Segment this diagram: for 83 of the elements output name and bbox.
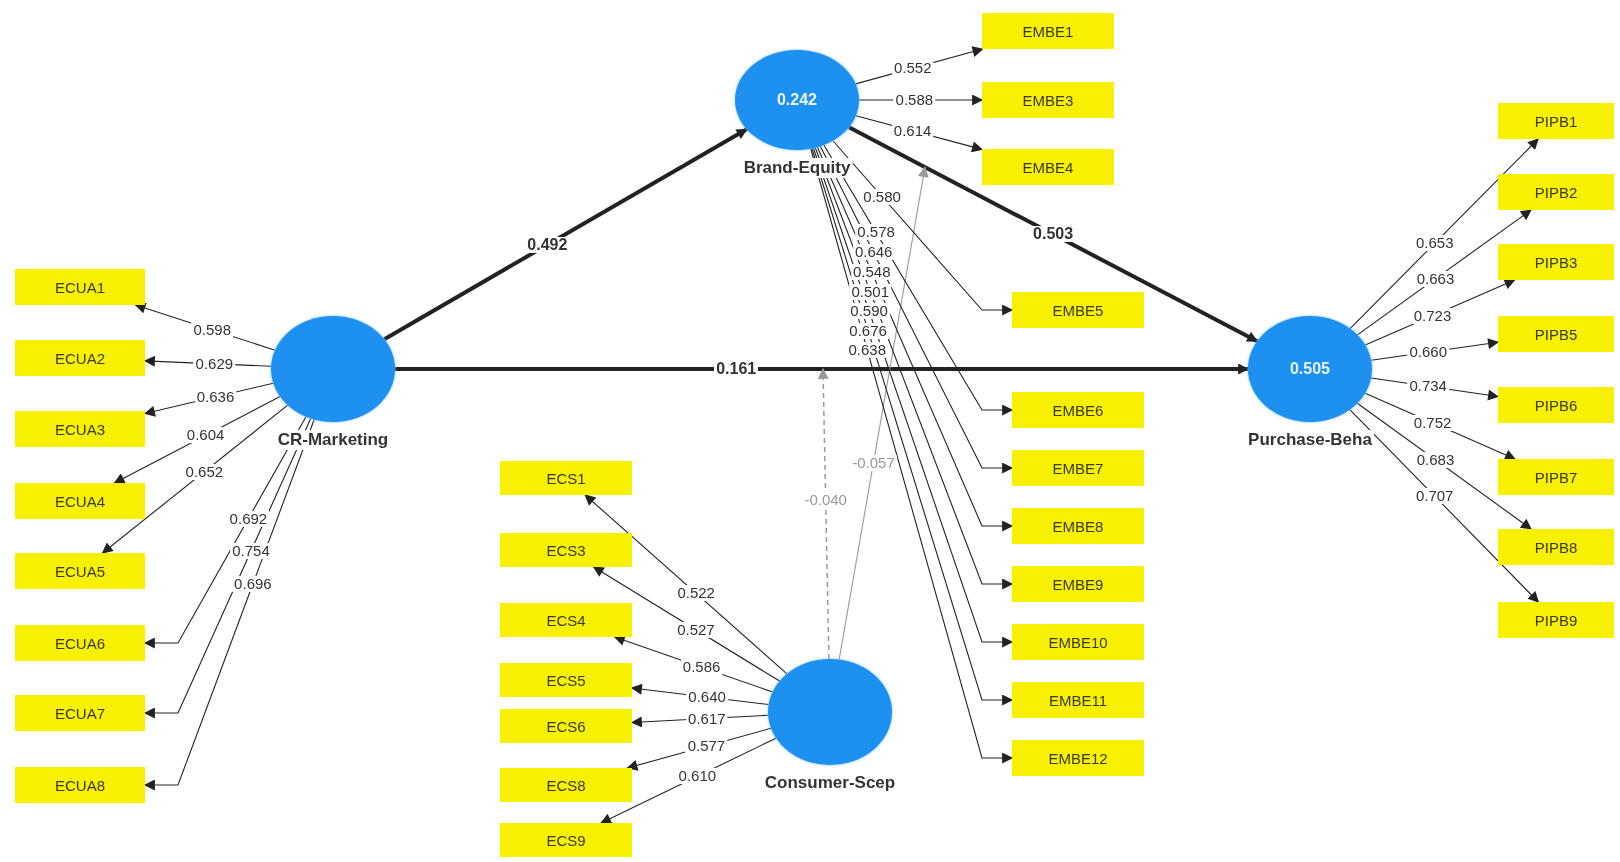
edge-label: -0.057 <box>850 454 897 471</box>
indicator-box: EMBE5 <box>1012 292 1144 328</box>
indicator-box: EMBE12 <box>1012 740 1144 776</box>
edge-label: 0.663 <box>1414 270 1457 287</box>
indicator-box: ECUA1 <box>15 269 145 305</box>
arrow <box>1349 138 1539 330</box>
edge-label: 0.636 <box>194 388 237 405</box>
edge-label: 0.652 <box>183 463 226 480</box>
indicator-box: ECUA8 <box>15 767 145 803</box>
edge-label: 0.492 <box>525 236 570 253</box>
edge-label: 0.614 <box>891 122 934 139</box>
edge-label: 0.586 <box>680 659 723 676</box>
edge-label: 0.578 <box>855 224 897 241</box>
indicator-box: PIPB5 <box>1498 316 1614 352</box>
indicator-box: EMBE1 <box>982 13 1114 49</box>
edge-label: 0.683 <box>1414 451 1457 468</box>
indicator-box: EMBE9 <box>1012 566 1144 602</box>
indicator-box: EMBE6 <box>1012 392 1144 428</box>
indicator-box: ECUA7 <box>15 695 145 731</box>
edge-label: 0.692 <box>227 510 270 527</box>
edge-label: 0.646 <box>852 244 895 261</box>
edge-label: 0.598 <box>191 321 233 338</box>
edge-label: 0.161 <box>714 361 759 377</box>
indicator-box: ECS3 <box>500 533 632 567</box>
edge-label: 0.503 <box>1031 226 1076 243</box>
indicator-box: EMBE10 <box>1012 624 1144 660</box>
indicator-box: ECUA2 <box>15 340 145 376</box>
indicator-box: ECUA4 <box>15 483 145 519</box>
indicator-box: ECS1 <box>500 461 632 495</box>
indicator-box: PIPB3 <box>1498 244 1614 280</box>
edge-label: 0.752 <box>1411 414 1454 431</box>
indicator-box: EMBE4 <box>982 149 1114 185</box>
r-squared-value: 0.242 <box>776 91 817 109</box>
r-squared-value: 0.505 <box>1289 360 1330 378</box>
indicator-box: PIPB6 <box>1498 387 1614 423</box>
indicator-box: ECS6 <box>500 709 632 743</box>
edge-label: 0.610 <box>676 768 719 785</box>
arrow <box>1349 409 1540 603</box>
construct-label: Brand-Equity <box>741 158 853 178</box>
edge-label: 0.604 <box>184 427 227 444</box>
edge-label: 0.527 <box>675 621 717 638</box>
edge-label: 0.580 <box>861 188 903 205</box>
indicator-box: PIPB9 <box>1498 602 1614 638</box>
edge-label: 0.754 <box>230 543 272 559</box>
indicator-box: PIPB8 <box>1498 529 1614 565</box>
edge-label: 0.522 <box>675 585 717 602</box>
arrow <box>395 363 1250 375</box>
arrow <box>101 404 289 554</box>
indicator-box: PIPB7 <box>1498 459 1614 495</box>
arrow <box>848 125 1259 344</box>
indicator-box: EMBE3 <box>982 82 1114 118</box>
edge-label: 0.588 <box>893 92 936 108</box>
indicator-box: PIPB1 <box>1498 103 1614 139</box>
indicator-box: ECS8 <box>500 768 632 802</box>
construct-label: Consumer-Scep <box>762 773 898 793</box>
indicator-box: ECS5 <box>500 663 632 697</box>
indicator-box: ECS4 <box>500 603 632 637</box>
arrow <box>838 166 929 661</box>
arrow <box>817 367 830 660</box>
indicator-box: ECS9 <box>500 823 632 857</box>
edge-label: 0.577 <box>685 738 728 755</box>
edge-label: 0.707 <box>1413 488 1456 505</box>
edge-label: 0.638 <box>846 341 888 358</box>
indicator-box: ECUA3 <box>15 411 145 447</box>
indicator-box: PIPB2 <box>1498 174 1614 210</box>
indicator-box: ECUA6 <box>15 625 145 661</box>
arrow <box>383 127 748 341</box>
edge-label: 0.723 <box>1411 307 1454 324</box>
indicator-box: EMBE8 <box>1012 508 1144 544</box>
arrow <box>832 140 1014 316</box>
edge-label: 0.548 <box>851 264 893 281</box>
edge-label: -0.040 <box>802 491 849 508</box>
arrow <box>584 494 788 675</box>
edge-label: 0.590 <box>848 303 890 320</box>
arrow <box>1356 209 1532 336</box>
edge-label: 0.696 <box>232 575 274 592</box>
edge-label: 0.653 <box>1413 235 1456 252</box>
indicator-box: ECUA5 <box>15 553 145 589</box>
indicator-box: EMBE7 <box>1012 450 1144 486</box>
edge-label: 0.501 <box>849 283 892 300</box>
edge-label: 0.676 <box>847 322 889 339</box>
edge-label: 0.552 <box>892 60 934 77</box>
indicator-box: EMBE11 <box>1012 682 1144 718</box>
